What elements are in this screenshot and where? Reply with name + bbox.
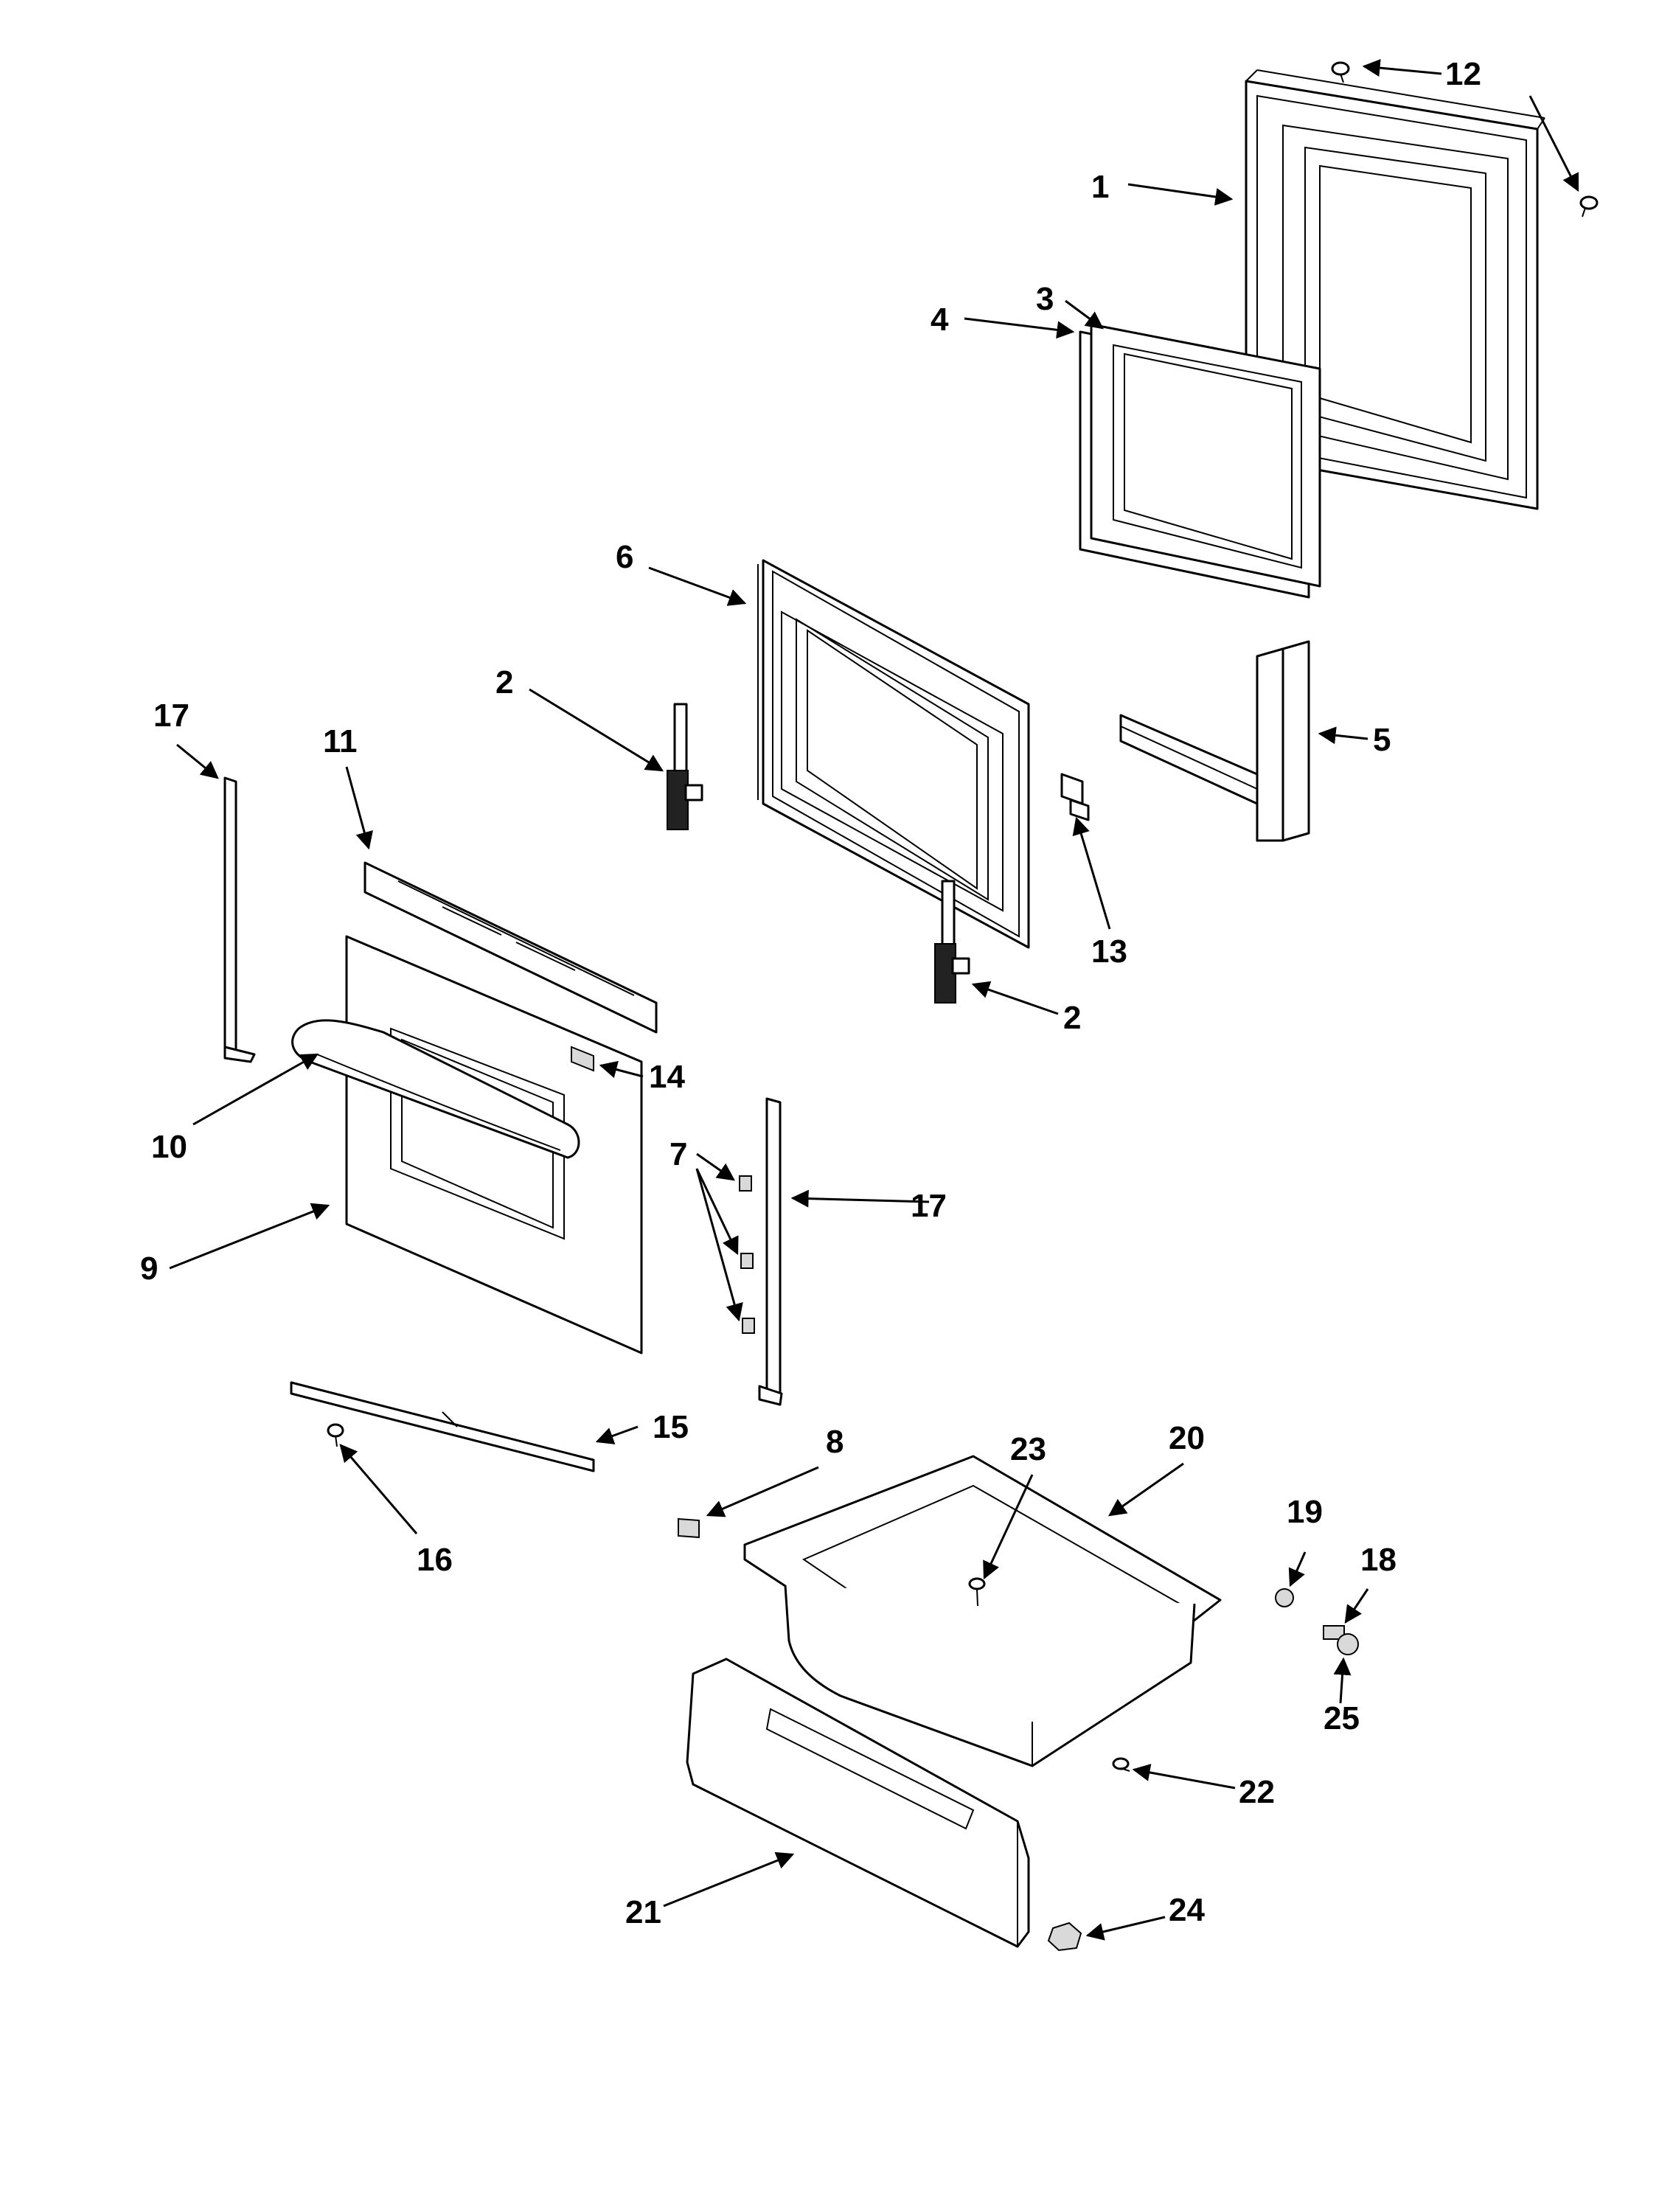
- callout-15: 15: [653, 1409, 689, 1445]
- callout-18: 18: [1360, 1542, 1397, 1578]
- callout-1: 1: [1091, 169, 1109, 205]
- callout-14: 14: [649, 1059, 685, 1095]
- part-14-badge: [571, 1046, 594, 1072]
- part-10-door-handle: [291, 1019, 580, 1159]
- callout-21: 21: [625, 1894, 661, 1930]
- screw-icon: [1331, 61, 1350, 83]
- part-12-screws: [1331, 61, 1599, 218]
- callout-8: 8: [826, 1424, 844, 1460]
- part-9-outer-door-glass: [345, 935, 643, 1354]
- callout-6: 6: [616, 539, 633, 575]
- callout-25: 25: [1324, 1700, 1360, 1736]
- part-23-screw: [968, 1577, 986, 1607]
- callout-11: 11: [323, 723, 358, 759]
- screw-icon: [1112, 1757, 1130, 1772]
- callout-3: 3: [1036, 281, 1054, 317]
- part-16-screw: [327, 1423, 344, 1447]
- screw-icon: [327, 1423, 344, 1447]
- part-13-bracket: [1060, 773, 1090, 821]
- part-20-drawer-body: [743, 1455, 1222, 1767]
- callout-19: 19: [1287, 1494, 1323, 1530]
- part-2-hinge-lower: [934, 880, 970, 1004]
- callout-10: 10: [151, 1129, 187, 1165]
- callout-9: 9: [140, 1251, 158, 1287]
- callout-17-left: 17: [153, 698, 189, 734]
- callout-7: 7: [669, 1136, 687, 1172]
- callout-24: 24: [1169, 1892, 1205, 1928]
- part-11-top-trim: [364, 861, 658, 1034]
- part-17-side-trim-left: [223, 776, 256, 1063]
- callout-22: 22: [1239, 1774, 1275, 1810]
- callout-16: 16: [417, 1542, 453, 1578]
- part-15-bottom-trim: [290, 1381, 595, 1472]
- callout-4: 4: [931, 302, 949, 338]
- leader-lines: [169, 59, 1579, 1941]
- part-24-knob: [1047, 1921, 1082, 1952]
- part-22-screw: [1112, 1757, 1130, 1772]
- part-7-spacers: [739, 1175, 755, 1334]
- callout-labels: 12 1 3 4 6 5 2 2 13 17 11 14 10 7 17 9 1…: [140, 56, 1481, 1930]
- callout-2-upper: 2: [495, 664, 513, 700]
- part-3-window-frame: [1090, 323, 1321, 588]
- part-5-insulation: [1119, 640, 1310, 842]
- callout-12: 12: [1445, 56, 1481, 92]
- part-21-drawer-front: [686, 1658, 1030, 1948]
- callout-13: 13: [1091, 933, 1127, 970]
- part-19-nut: [1275, 1588, 1294, 1607]
- part-6-inner-door-panel: [757, 559, 1030, 949]
- callout-2-lower: 2: [1063, 1000, 1081, 1036]
- screw-icon: [1579, 195, 1599, 218]
- callout-17-right: 17: [911, 1188, 947, 1224]
- part-2-hinge-upper: [667, 703, 703, 830]
- callout-23: 23: [1010, 1431, 1046, 1467]
- part-17-side-trim-right: [758, 1097, 783, 1406]
- callout-5: 5: [1373, 722, 1391, 758]
- part-18-25-roller: [1323, 1625, 1359, 1655]
- callout-20: 20: [1169, 1420, 1205, 1456]
- screw-icon: [968, 1577, 986, 1607]
- part-8-pad: [678, 1517, 700, 1539]
